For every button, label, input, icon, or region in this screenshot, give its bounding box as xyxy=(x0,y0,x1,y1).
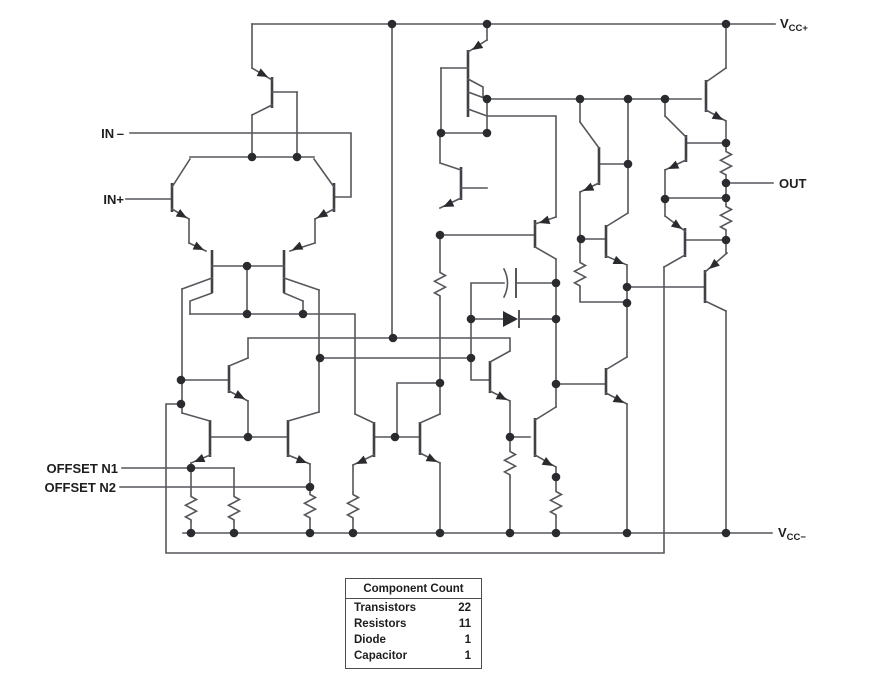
transistor-q19 xyxy=(663,114,688,173)
row-label: Resistors xyxy=(354,617,407,630)
row-value: 1 xyxy=(464,649,471,662)
interconnect-wires xyxy=(165,23,728,554)
in-minus-wire xyxy=(129,132,352,198)
wire-network xyxy=(119,23,776,554)
in-plus-label: IN+ xyxy=(103,192,124,207)
transistor-q10 xyxy=(351,412,376,468)
transistor-q16 xyxy=(488,349,512,404)
transistor-q5 xyxy=(181,412,212,467)
resistor-r4 xyxy=(346,491,360,522)
vcc-minus-label: VCC− xyxy=(778,525,806,543)
transistor-q4 xyxy=(246,250,321,303)
diode xyxy=(503,310,520,328)
transistor-q21 xyxy=(662,214,687,269)
table-row: Transistors 22 xyxy=(346,599,481,615)
component-count-title: Component Count xyxy=(346,579,481,599)
transistor-q8 xyxy=(250,66,298,117)
resistor-r5 xyxy=(433,269,447,300)
junction-dots xyxy=(176,19,731,538)
row-value: 1 xyxy=(464,633,471,646)
resistor-r10 xyxy=(503,448,517,479)
transistors xyxy=(170,38,729,470)
transistor-q18 xyxy=(604,211,630,269)
resistor-r3 xyxy=(303,491,317,522)
transistor-q6 xyxy=(286,411,320,468)
offset-n1-label: OFFSET N1 xyxy=(46,461,118,476)
transistor-q11 xyxy=(418,412,442,466)
table-row: Capacitor 1 xyxy=(346,647,481,663)
resistors xyxy=(184,148,733,524)
table-row: Diode 1 xyxy=(346,631,481,647)
terminal-labels: IN – IN+ OFFSET N1 OFFSET N2 OUT VCC+ VC… xyxy=(44,16,808,543)
transistor-q1 xyxy=(170,157,208,254)
out-label: OUT xyxy=(779,176,807,191)
transistor-q17 xyxy=(533,215,558,261)
resistor-r7 xyxy=(719,203,733,234)
row-value: 22 xyxy=(458,601,471,614)
resistor-r2 xyxy=(227,493,241,524)
component-count-table: Component Count Transistors 22 Resistors… xyxy=(345,578,482,669)
transistor-q12-multi-collector xyxy=(440,38,489,118)
transistor-q15 xyxy=(578,120,601,195)
transistor-q2 xyxy=(288,157,336,254)
transistor-q22 xyxy=(604,355,629,407)
resistor-r1 xyxy=(184,493,198,524)
transistor-q13 xyxy=(438,132,488,211)
compensation-capacitor xyxy=(502,267,517,299)
resistor-r9 xyxy=(549,488,563,519)
transistor-q14 xyxy=(704,66,728,124)
transistor-q20 xyxy=(703,251,729,313)
transistor-q7 xyxy=(227,356,250,403)
row-label: Capacitor xyxy=(354,649,408,662)
table-row: Resistors 11 xyxy=(346,615,481,631)
transistor-q3 xyxy=(180,250,248,315)
row-label: Diode xyxy=(354,633,386,646)
in-minus-label: IN – xyxy=(101,126,124,141)
vcc-plus-label: VCC+ xyxy=(780,16,808,34)
row-value: 11 xyxy=(458,617,471,630)
offset-n2-label: OFFSET N2 xyxy=(44,480,116,495)
transistor-q23 xyxy=(533,405,558,470)
row-label: Transistors xyxy=(354,601,416,614)
resistor-r8 xyxy=(573,259,587,290)
resistor-r6 xyxy=(719,148,733,179)
